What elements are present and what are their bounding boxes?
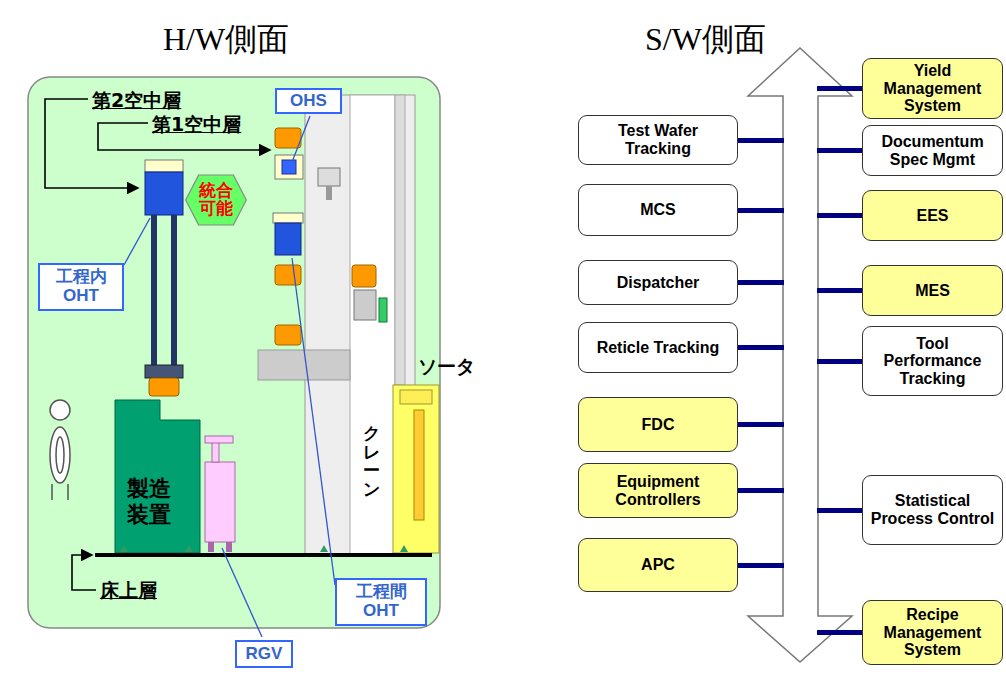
system-box: APC <box>578 538 738 592</box>
rgv-vehicle <box>205 436 235 552</box>
node-text: Equipment Controllers <box>584 473 732 508</box>
floor-line <box>95 545 432 555</box>
node-text: Tool Performance Tracking <box>868 335 997 388</box>
layer-brackets <box>45 99 270 590</box>
callout-box: 工程内 OHT <box>38 263 124 311</box>
equipment-label: 製造装置 <box>127 476 175 529</box>
system-box: Yield Management System <box>862 58 1003 119</box>
hw-panel <box>28 77 440 628</box>
node-text: FDC <box>642 416 675 434</box>
bus-connectors <box>738 86 862 635</box>
system-box: Test Wafer Tracking <box>578 115 738 165</box>
leader-lines <box>124 116 335 637</box>
inter-process-oht <box>273 213 303 345</box>
node-text: Dispatcher <box>617 274 700 292</box>
operator-figure <box>50 400 70 500</box>
system-box: FDC <box>578 397 738 452</box>
section-title: S/W側面 <box>645 18 766 62</box>
hexagon-note: 統合可能 <box>185 174 247 226</box>
node-text: 統合可能 <box>198 182 234 218</box>
node-text: RGV <box>246 645 283 664</box>
system-box: Documentum Spec Mgmt <box>862 125 1003 176</box>
system-box: EES <box>862 190 1003 241</box>
in-process-oht <box>145 160 183 396</box>
node-text: Reticle Tracking <box>597 339 720 357</box>
system-box: Tool Performance Tracking <box>862 326 1003 396</box>
node-text: OHS <box>290 92 327 111</box>
callout-box: RGV <box>235 640 293 668</box>
node-text: Yield Management System <box>868 62 997 115</box>
process-tool <box>115 400 200 553</box>
node-text: MES <box>915 282 950 300</box>
section-title: H/W側面 <box>163 18 289 62</box>
node-text: EES <box>916 207 948 225</box>
system-box: MCS <box>578 184 738 236</box>
node-text: Statistical Process Control <box>868 492 997 527</box>
system-box: Statistical Process Control <box>862 475 1003 545</box>
system-box: MES <box>862 265 1003 316</box>
layer-label: 第1空中層 <box>152 112 241 138</box>
system-box: Dispatcher <box>578 260 738 305</box>
node-text: MCS <box>640 201 676 219</box>
system-box: Recipe Management System <box>862 600 1003 665</box>
callout-box: 工程間 OHT <box>335 578 427 626</box>
system-box: Reticle Tracking <box>578 322 738 373</box>
node-text: 工程内 OHT <box>44 268 118 305</box>
node-text: Recipe Management System <box>868 606 997 659</box>
equipment-label: クレーン <box>363 424 380 499</box>
system-box: Equipment Controllers <box>578 463 738 518</box>
node-text: Test Wafer Tracking <box>584 122 732 157</box>
node-text: 工程間 OHT <box>341 583 421 620</box>
equipment-label: ソータ <box>418 354 475 380</box>
node-text: APC <box>641 556 675 574</box>
node-text: Documentum Spec Mgmt <box>868 133 997 168</box>
ohs-device <box>275 128 303 179</box>
sorter <box>393 385 439 553</box>
layer-label: 第2空中層 <box>92 88 181 114</box>
layer-label: 床上層 <box>100 578 157 604</box>
stocker-tower <box>258 95 415 555</box>
callout-box: OHS <box>275 88 342 115</box>
